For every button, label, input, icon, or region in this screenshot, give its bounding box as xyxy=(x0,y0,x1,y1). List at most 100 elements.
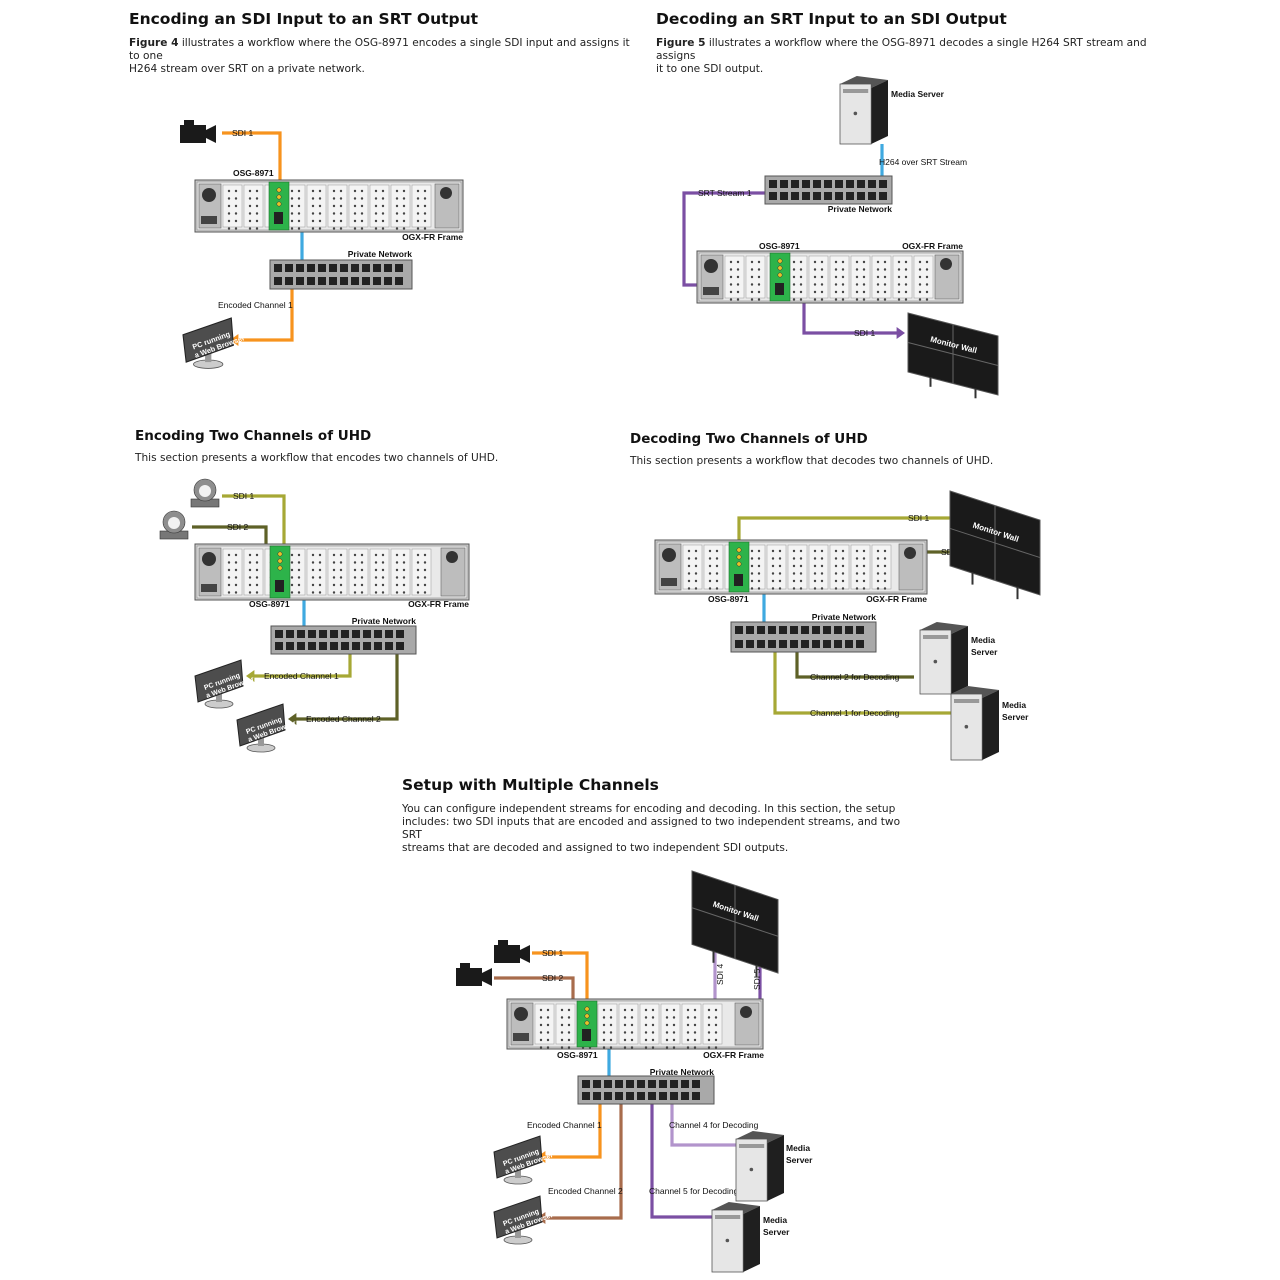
network-switch xyxy=(764,175,893,205)
connector-dot xyxy=(602,1016,606,1019)
switch-port xyxy=(857,180,865,188)
connector-dot xyxy=(771,579,775,583)
connector-dot xyxy=(714,1008,718,1012)
connector-dot xyxy=(707,1038,711,1042)
connector-dot xyxy=(416,227,420,230)
connector-dot xyxy=(381,591,385,594)
connector-dot xyxy=(332,189,336,193)
switch-port xyxy=(385,630,393,638)
connector-dot xyxy=(792,579,796,583)
diagram-label: OSG-8971 xyxy=(249,599,290,609)
connector-dot xyxy=(546,1031,550,1034)
connector-dot xyxy=(602,1046,606,1049)
connector-dot xyxy=(630,1023,634,1027)
connector-dot xyxy=(651,1038,655,1042)
connector-dot xyxy=(567,1038,571,1042)
switch-port xyxy=(812,640,820,648)
card-slot xyxy=(850,544,871,590)
connector-dot xyxy=(715,549,719,553)
connector-dot xyxy=(876,572,880,575)
connector-dot xyxy=(227,204,231,208)
switch-port xyxy=(856,626,864,634)
ogx-frame xyxy=(506,998,764,1050)
arrow-head xyxy=(246,670,255,682)
connector-dot xyxy=(395,212,399,215)
ptz-lens xyxy=(168,517,180,529)
connector-dot xyxy=(623,1046,627,1049)
connector-dot xyxy=(876,298,880,301)
section-title-encode-sdi-srt: Encoding an SDI Input to an SRT Output xyxy=(129,10,479,28)
connector-dot xyxy=(792,275,796,279)
desc-line: it to one SDI output. xyxy=(656,63,764,75)
monitor-neck xyxy=(515,1226,521,1238)
switch-port xyxy=(297,630,305,638)
switch-port xyxy=(615,1080,623,1088)
connector-dot xyxy=(883,557,887,560)
connector-dot xyxy=(402,189,406,193)
diagram-label: OGX-FR Frame xyxy=(866,594,927,604)
connector-dot xyxy=(423,212,427,215)
connector-dot xyxy=(353,568,357,572)
connector-dot xyxy=(918,260,922,264)
connector-dot xyxy=(799,564,803,568)
card-slot xyxy=(682,544,703,590)
connector-dot xyxy=(841,557,845,560)
switch-port xyxy=(340,277,348,285)
connector-dot xyxy=(897,275,901,279)
card-slot xyxy=(787,544,808,590)
card-slot xyxy=(639,1003,660,1045)
diagram-label: Server xyxy=(786,1155,813,1165)
connector-dot xyxy=(799,260,803,264)
connector-dot xyxy=(665,1046,669,1049)
connector-dot xyxy=(609,1016,613,1019)
camera-icon xyxy=(494,940,530,963)
connector-dot xyxy=(423,591,427,594)
connector-dot xyxy=(602,1031,606,1034)
switch-port xyxy=(868,180,876,188)
signal-line xyxy=(222,494,286,551)
diagram-label: Media xyxy=(1002,700,1026,710)
diagram-label: OSG-8971 xyxy=(233,168,274,178)
switch-port xyxy=(615,1092,623,1100)
connector-dot xyxy=(402,583,406,587)
connector-dot xyxy=(820,564,824,568)
connector-dot xyxy=(862,298,866,301)
switch-port xyxy=(395,277,403,285)
arrow-head xyxy=(230,334,239,346)
connector-dot xyxy=(423,583,427,587)
card-slot xyxy=(348,548,369,596)
connector-dot xyxy=(855,549,859,553)
switch-port xyxy=(746,626,754,634)
connector-dot xyxy=(539,1031,543,1034)
connector-dot xyxy=(757,283,761,286)
connector-dot xyxy=(423,576,427,579)
signal-line xyxy=(222,131,282,183)
signal-line xyxy=(294,648,399,721)
signal-line xyxy=(543,1100,623,1220)
desc-line: illustrates a workflow where the OSG-897… xyxy=(656,37,1147,62)
power-switch xyxy=(703,287,719,295)
diagram-label: OSG-8971 xyxy=(759,241,800,251)
switch-port xyxy=(692,1092,700,1100)
connector-dot xyxy=(715,564,719,568)
connector-dot xyxy=(374,568,378,572)
switch-port xyxy=(374,630,382,638)
card-slot xyxy=(369,184,390,228)
connector-dot xyxy=(778,572,782,575)
switch-port xyxy=(318,277,326,285)
connector-dot xyxy=(708,557,712,560)
fan-icon xyxy=(202,552,216,566)
connector-dot xyxy=(855,268,859,271)
connector-dot xyxy=(381,189,385,193)
ptz-lens xyxy=(199,485,211,497)
connector-dot xyxy=(778,564,782,568)
bnc-connector xyxy=(277,551,283,557)
connector-dot xyxy=(897,290,901,294)
connector-dot xyxy=(297,553,301,557)
connector-dot xyxy=(883,283,887,286)
switch-port xyxy=(396,630,404,638)
connector-dot xyxy=(862,572,866,575)
connector-dot xyxy=(841,549,845,553)
